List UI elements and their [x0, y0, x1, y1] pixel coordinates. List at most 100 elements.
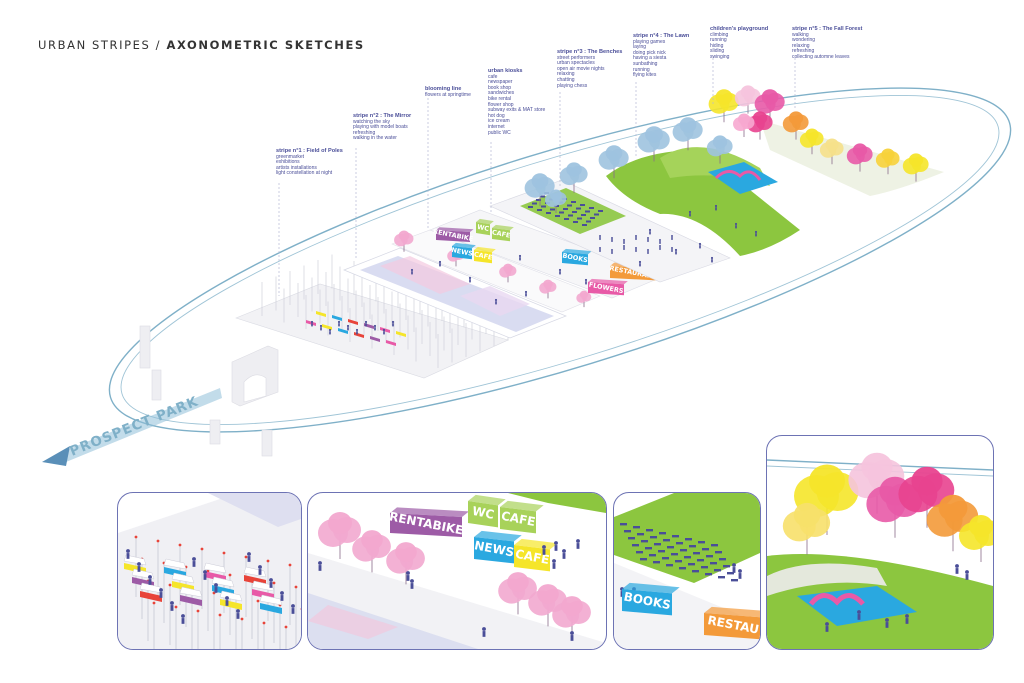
person-body: [825, 626, 829, 632]
pole-light: [200, 547, 204, 551]
tree-crown: [679, 117, 697, 133]
stripe-lawn: [606, 150, 800, 256]
person: [659, 239, 661, 244]
panel-bench: [718, 576, 725, 579]
kiosk-label: CAFE: [473, 250, 493, 261]
person-body: [225, 600, 229, 606]
panel-kiosk-cafe: CAFE: [500, 500, 544, 534]
person: [647, 237, 649, 242]
person-body: [542, 549, 546, 555]
pole-light: [196, 609, 200, 613]
panel-bench: [675, 560, 682, 563]
person: [482, 627, 486, 637]
person: [857, 610, 861, 620]
tree-crown: [738, 113, 750, 125]
panel-bench: [663, 539, 670, 542]
kiosk-face: [562, 252, 588, 266]
panel-bench: [636, 551, 643, 554]
tree-crown: [861, 452, 893, 482]
person: [611, 249, 613, 254]
person: [688, 210, 692, 217]
bench: [537, 209, 542, 211]
person-head: [148, 575, 152, 579]
bench: [555, 215, 560, 217]
kiosk-face: [704, 613, 760, 640]
person-head: [754, 230, 758, 234]
playground: [708, 162, 778, 194]
person-head: [406, 571, 410, 575]
person-body: [639, 263, 641, 267]
panel-play-structure: [809, 593, 865, 606]
tree-crown: [969, 515, 993, 537]
person: [599, 247, 601, 252]
person-head: [611, 249, 613, 251]
person-head: [225, 596, 229, 600]
person: [438, 260, 442, 267]
pole-light: [288, 563, 292, 567]
detail-panel-forest: [766, 435, 994, 650]
bench: [571, 201, 576, 203]
person: [203, 570, 207, 580]
pole-light: [134, 535, 138, 539]
panel-kiosk-news: NEWS: [473, 530, 522, 564]
person-head: [674, 248, 678, 252]
bench: [576, 207, 581, 210]
person-body: [857, 614, 861, 620]
person-head: [825, 622, 829, 626]
bench: [563, 208, 568, 210]
person-head: [955, 564, 959, 568]
panel-hill: [767, 563, 887, 596]
person: [955, 564, 959, 574]
panel-bench: [654, 543, 661, 546]
person: [738, 569, 742, 579]
person-head: [494, 298, 498, 302]
person-body: [236, 613, 240, 619]
tree-crown: [715, 89, 733, 105]
person-head: [623, 239, 625, 241]
person-body: [291, 608, 295, 614]
label-stripe-5: stripe n°5 : The Fall Forest walking won…: [792, 26, 863, 60]
person: [552, 559, 556, 569]
pole-light: [256, 599, 260, 603]
person-head: [126, 549, 130, 553]
bench: [554, 205, 559, 207]
bench: [598, 210, 603, 212]
kiosk-face: [588, 282, 624, 296]
person-body: [711, 259, 713, 263]
person-body: [715, 207, 717, 211]
panel-bench: [719, 558, 726, 561]
page-title: URBAN STRIPES / AXONOMETRIC SKETCHES: [38, 38, 365, 52]
person: [258, 565, 262, 575]
person-head: [337, 320, 341, 324]
person: [518, 254, 522, 261]
person-head: [192, 557, 196, 561]
panel-bench: [671, 553, 678, 556]
mirror-reflection: [380, 256, 470, 294]
person-head: [524, 290, 528, 294]
person-body: [955, 568, 959, 574]
person-head: [554, 541, 558, 545]
stall: [316, 311, 326, 317]
person-head: [599, 247, 601, 249]
panel-blossom-tree: [386, 542, 425, 585]
person-body: [659, 247, 661, 250]
person: [364, 320, 368, 327]
person-head: [291, 604, 295, 608]
kiosk-top: [562, 248, 592, 255]
person-head: [552, 559, 556, 563]
person-body: [611, 251, 613, 254]
panel-blossom-tree: [352, 530, 391, 573]
person-body: [159, 592, 163, 598]
pole-light: [284, 625, 288, 629]
panel-bench: [688, 563, 695, 566]
stall-tent: [171, 572, 195, 584]
tree-crown: [908, 153, 924, 167]
person-body: [406, 575, 410, 581]
blue-tree: [672, 117, 703, 151]
person-body: [258, 569, 262, 575]
pole-light: [294, 585, 298, 589]
stall-tent: [259, 594, 283, 606]
blue-trees: [524, 117, 733, 213]
pole-light: [222, 551, 226, 555]
